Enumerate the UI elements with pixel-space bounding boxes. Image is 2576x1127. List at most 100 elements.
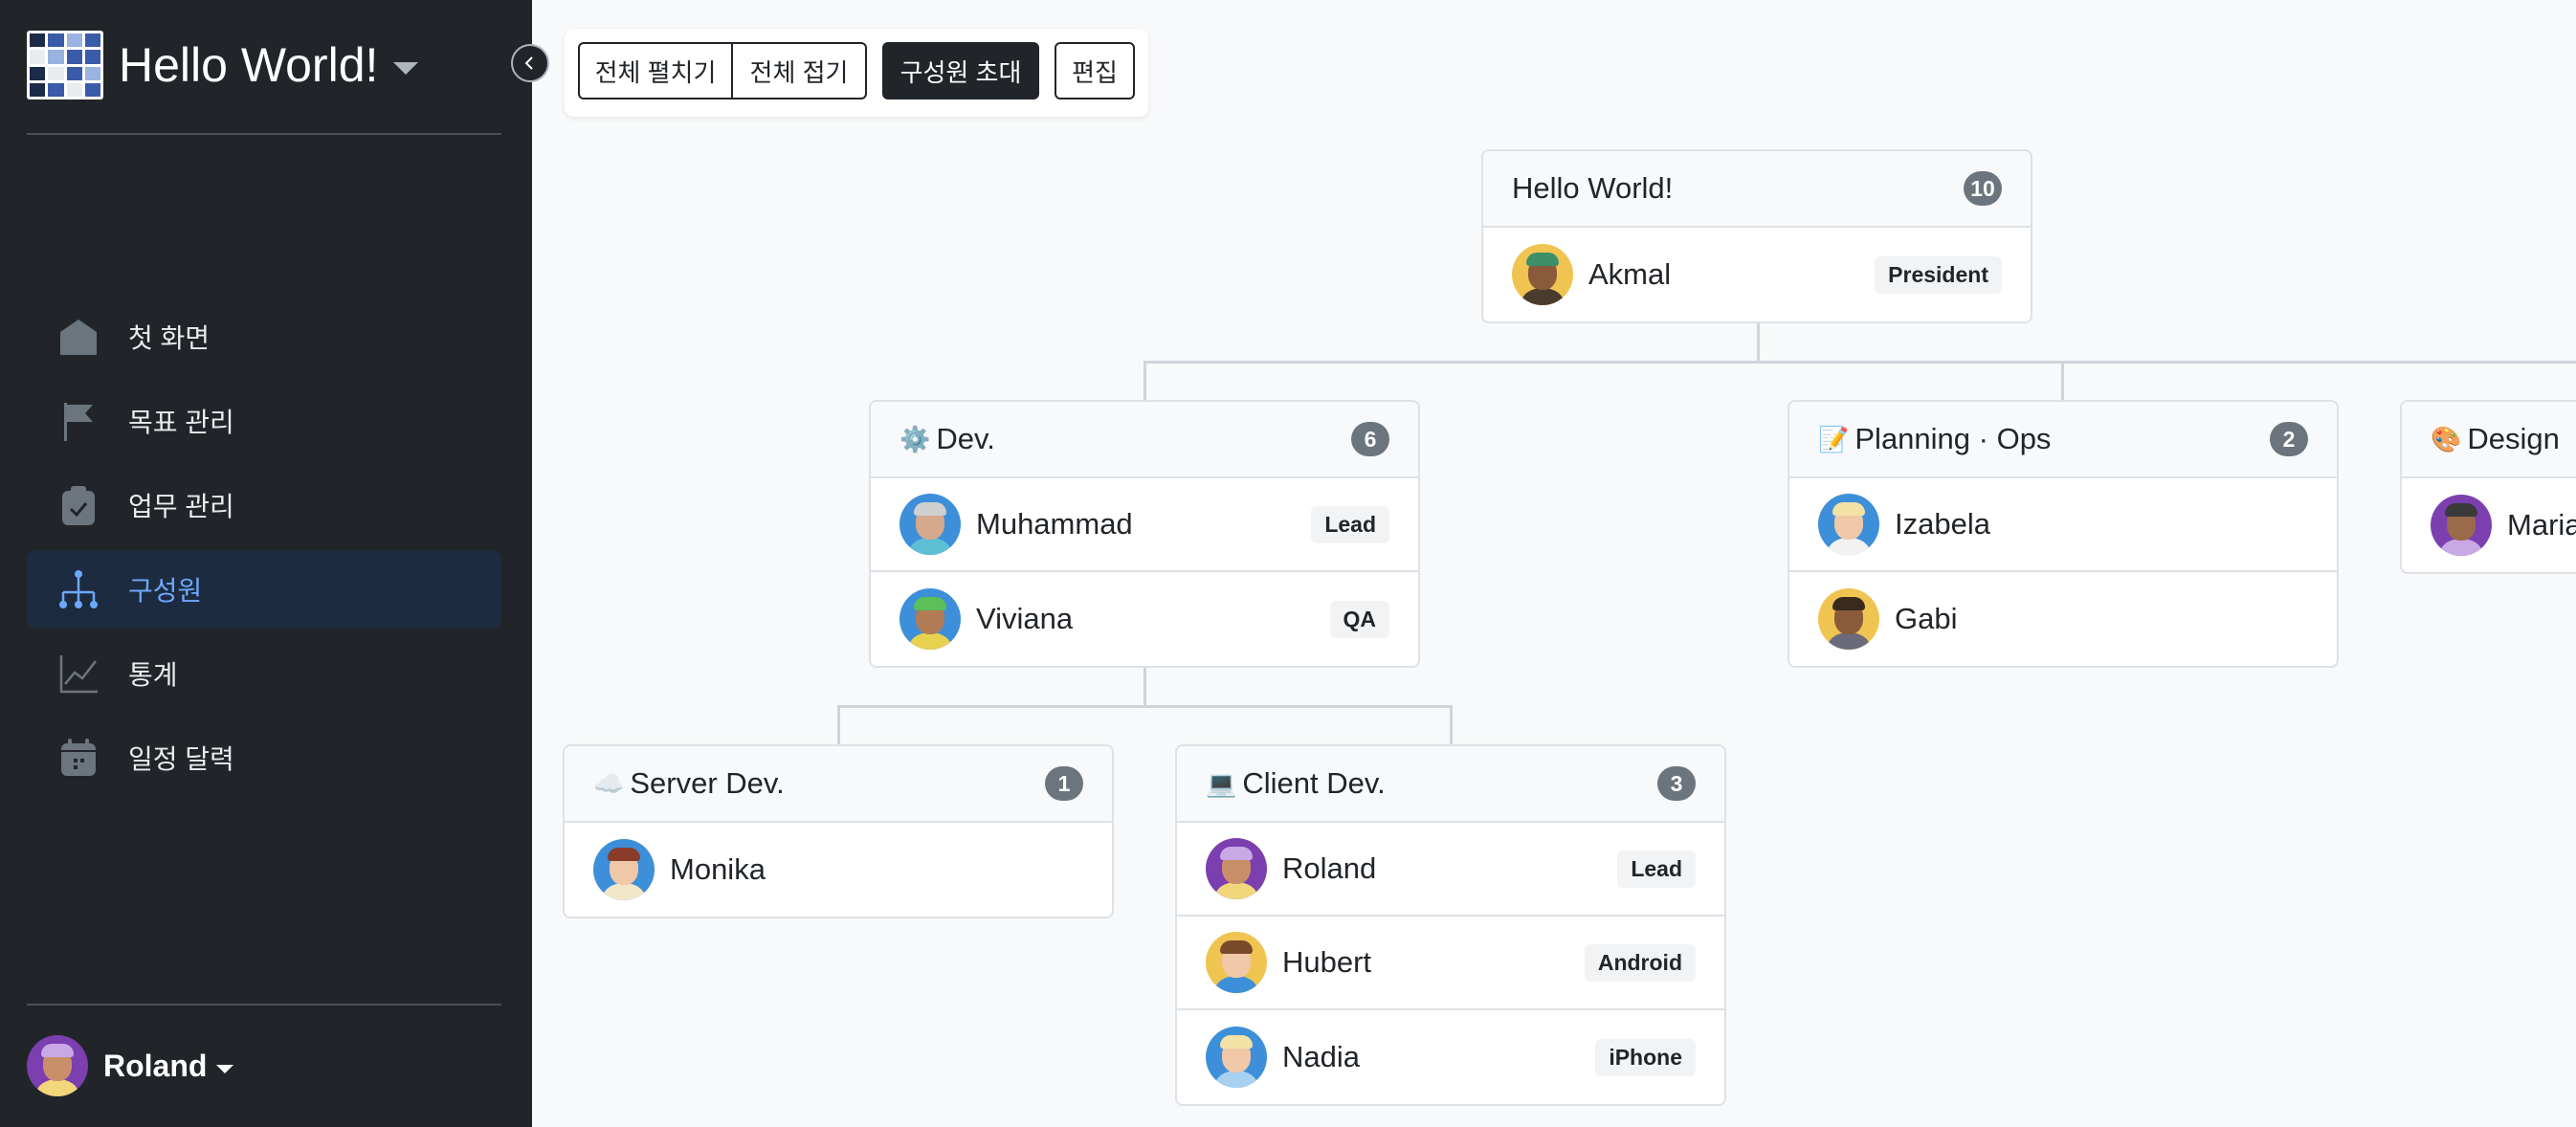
avatar <box>899 588 961 650</box>
calendar-icon <box>57 737 100 779</box>
member-row[interactable]: Akmal President <box>1483 228 2031 321</box>
member-name: Nadia <box>1282 1040 1360 1073</box>
connector-line <box>837 705 1453 708</box>
team-card-client-dev[interactable]: 💻 Client Dev. 3 Roland Lead Hubert Andro… <box>1175 744 1726 1106</box>
nav-label: 통계 <box>128 660 178 690</box>
workspace-name: Hello World! <box>119 38 379 92</box>
caret-down-icon <box>216 1064 234 1073</box>
team-card-header[interactable]: ⚙️ Dev. 6 <box>871 402 1418 478</box>
laptop-icon: 💻 <box>1206 768 1237 798</box>
clipboard-check-icon <box>57 484 100 526</box>
expand-all-button[interactable]: 전체 펼치기 <box>578 42 733 99</box>
role-badge: QA <box>1329 600 1389 638</box>
member-count-badge: 10 <box>1964 171 2002 206</box>
edit-button[interactable]: 편집 <box>1055 42 1135 99</box>
member-name: Izabela <box>1895 507 1990 541</box>
sidebar-divider <box>27 133 501 135</box>
team-card-header[interactable]: 💻 Client Dev. 3 <box>1177 746 1724 823</box>
nav-label: 첫 화면 <box>128 323 211 353</box>
line-chart-icon <box>57 652 100 695</box>
connector-line <box>1757 323 1760 362</box>
member-row[interactable]: Nadia iPhone <box>1177 1010 1724 1104</box>
avatar <box>1206 1027 1267 1088</box>
team-name: Dev. <box>936 422 995 455</box>
invite-member-button[interactable]: 구성원 초대 <box>882 42 1039 99</box>
workspace-logo <box>27 31 103 99</box>
sidebar: Hello World! 첫 화면 목표 관리 업무 관리 구성원 <box>0 0 532 1127</box>
team-card-design[interactable]: 🎨 Design Maria <box>2400 400 2576 574</box>
member-count-badge: 2 <box>2270 422 2308 456</box>
member-row[interactable]: Muhammad Lead <box>871 478 1418 572</box>
nav-item-home[interactable]: 첫 화면 <box>27 298 501 375</box>
avatar <box>27 1035 88 1096</box>
palette-icon: 🎨 <box>2431 424 2462 453</box>
avatar <box>1818 588 1879 650</box>
workspace-switcher[interactable]: Hello World! <box>27 29 505 101</box>
nav-label: 업무 관리 <box>128 492 234 521</box>
member-name: Muhammad <box>976 507 1133 541</box>
role-badge: iPhone <box>1595 1038 1696 1076</box>
collapse-all-button[interactable]: 전체 접기 <box>731 42 867 99</box>
member-name: Akmal <box>1588 257 1672 291</box>
cloud-icon: ☁️ <box>593 768 625 798</box>
org-toolbar: 전체 펼치기 전체 접기 구성원 초대 편집 <box>565 29 1148 117</box>
nav-label: 구성원 <box>128 576 203 606</box>
chevron-left-icon <box>524 56 533 70</box>
nav-item-stats[interactable]: 통계 <box>27 635 501 712</box>
team-name: Design <box>2467 422 2560 455</box>
connector-line <box>1450 705 1453 745</box>
nav-item-tasks[interactable]: 업무 관리 <box>27 467 501 543</box>
gear-icon: ⚙️ <box>899 424 931 453</box>
member-row[interactable]: Viviana QA <box>871 572 1418 666</box>
team-card-header[interactable]: ☁️ Server Dev. 1 <box>565 746 1112 823</box>
member-row[interactable]: Gabi <box>1789 572 2337 666</box>
member-name: Viviana <box>976 602 1074 635</box>
member-count-badge: 6 <box>1351 422 1389 456</box>
nav-label: 일정 달력 <box>128 744 234 774</box>
role-badge: Lead <box>1311 505 1389 543</box>
caret-down-icon <box>393 61 419 75</box>
role-badge: Lead <box>1617 850 1696 888</box>
avatar <box>1206 838 1267 899</box>
memo-icon: 📝 <box>1818 424 1850 453</box>
connector-line <box>2061 361 2064 401</box>
team-name: Planning · Ops <box>1854 422 2052 455</box>
org-chart-icon <box>57 568 100 610</box>
nav-item-goals[interactable]: 목표 관리 <box>27 383 501 459</box>
nav-item-members[interactable]: 구성원 <box>27 551 501 628</box>
connector-line <box>1144 361 1146 401</box>
connector-line <box>1144 361 2576 364</box>
avatar <box>2431 495 2492 556</box>
connector-line <box>837 705 840 745</box>
collapse-sidebar-button[interactable] <box>511 44 549 82</box>
team-card-dev[interactable]: ⚙️ Dev. 6 Muhammad Lead Viviana QA <box>869 400 1420 668</box>
team-card-header[interactable]: 📝 Planning · Ops 2 <box>1789 402 2337 478</box>
team-card-root[interactable]: Hello World! 10 Akmal President <box>1481 149 2032 323</box>
member-count-badge: 3 <box>1657 766 1696 801</box>
team-name: Client Dev. <box>1242 766 1386 800</box>
avatar <box>1818 494 1879 555</box>
member-name: Monika <box>670 852 766 886</box>
team-card-header[interactable]: Hello World! 10 <box>1483 151 2031 228</box>
role-badge: Android <box>1584 943 1696 982</box>
user-menu[interactable]: Roland <box>27 1035 234 1096</box>
avatar <box>593 839 655 900</box>
member-name: Roland <box>1282 851 1377 885</box>
avatar <box>1512 244 1573 305</box>
member-row[interactable]: Hubert Android <box>1177 917 1724 1010</box>
avatar <box>1206 932 1267 993</box>
team-name: Server Dev. <box>630 766 785 800</box>
team-card-server-dev[interactable]: ☁️ Server Dev. 1 Monika <box>563 744 1114 918</box>
member-row[interactable]: Monika <box>565 823 1112 917</box>
member-row[interactable]: Izabela <box>1789 478 2337 572</box>
flag-icon <box>57 400 100 442</box>
nav-item-calendar[interactable]: 일정 달력 <box>27 719 501 796</box>
team-card-planning-ops[interactable]: 📝 Planning · Ops 2 Izabela Gabi <box>1788 400 2339 668</box>
member-row[interactable]: Maria <box>2402 478 2576 572</box>
home-icon <box>57 316 100 358</box>
member-row[interactable]: Roland Lead <box>1177 823 1724 917</box>
member-name: Hubert <box>1282 945 1372 979</box>
member-count-badge: 1 <box>1045 766 1083 801</box>
team-card-header[interactable]: 🎨 Design <box>2402 402 2576 478</box>
member-name: Maria <box>2507 508 2576 541</box>
